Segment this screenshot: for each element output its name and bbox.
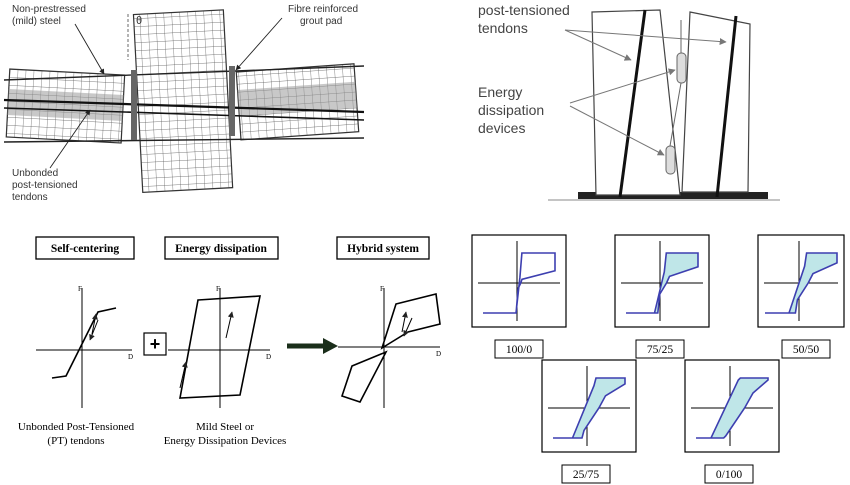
label-grout-1: Fibre reinforced (288, 4, 358, 15)
leader-grout (235, 17, 283, 71)
ratio-label-box (561, 464, 611, 484)
caption-steel-2: Energy Dissipation Devices (164, 435, 287, 447)
connection-drawing: Non-prestressed (mild) steel Fibre reinf… (3, 4, 365, 203)
hysteresis-loop (483, 252, 556, 314)
title-box-hybrid (336, 236, 430, 260)
wall-panel-left (591, 9, 681, 196)
mild-steel-bar (3, 137, 365, 143)
hybrid-loop-upper (380, 293, 441, 350)
axis-f-label: F (216, 285, 220, 293)
title-hybrid: Hybrid system (347, 243, 419, 255)
ratio-label-box (704, 464, 754, 484)
label-tendons-2: post-tensioned (12, 180, 78, 191)
device-link (669, 82, 682, 147)
grout-pad (229, 66, 235, 136)
label-grout-2: grout pad (300, 16, 342, 27)
leader-tendons (49, 109, 91, 169)
label-tendons-1: Unbonded (12, 168, 58, 179)
pt-curve (51, 307, 117, 379)
hysteresis-loop (765, 252, 838, 314)
title-energy: Energy dissipation (175, 243, 267, 255)
energy-device-upper (676, 52, 687, 84)
result-arrow-head (323, 338, 338, 354)
load-arrow (225, 311, 234, 339)
label-devices-2: dissipation (478, 102, 544, 118)
plus-sign: + (150, 334, 161, 354)
label-devices-1: Energy (478, 84, 522, 100)
tendon-line (3, 107, 365, 121)
leader-device-lower (569, 105, 665, 156)
caption-pt-1: Unbonded Post-Tensioned (18, 421, 135, 433)
hybrid-loop-lower (340, 350, 388, 403)
label-mild-steel-2: (mild) steel (12, 16, 61, 27)
axis-d-label: D (266, 353, 271, 361)
mild-steel-bar (3, 65, 365, 81)
ratio-label-box (494, 339, 544, 359)
concept-diagrams: Self-centering F D Unbonded Post-Tension… (18, 236, 441, 447)
ratio-label: 0/100 (716, 469, 742, 481)
label-tendons-3: tendons (12, 192, 48, 203)
leader-device-upper (569, 68, 676, 104)
leader-pt-right (564, 29, 727, 46)
grout-pad (131, 70, 137, 140)
hysteresis-panels: 100/0 75/25 50/50 25/75 0/100 (471, 234, 845, 484)
hysteresis-loop (553, 377, 626, 439)
pt-tendon-left (618, 9, 647, 198)
hysteresis-loop (696, 377, 769, 439)
hysteresis-panel: 50/50 (757, 234, 845, 359)
unload-arrow (403, 317, 413, 337)
label-devices-3: devices (478, 120, 525, 136)
load-arrow (401, 311, 408, 333)
title-box-self-centering (35, 236, 135, 260)
pt-tendon-right (715, 15, 738, 198)
axis-f-label: F (380, 285, 384, 293)
axis-f-label: F (78, 285, 82, 293)
leader-mild-steel (74, 23, 105, 75)
ratio-label: 75/25 (647, 344, 673, 356)
ratio-label-box (781, 339, 831, 359)
label-mild-steel-1: Non-prestressed (12, 4, 86, 15)
hysteresis-loop (626, 252, 699, 314)
label-pt-tendons-1: post-tensioned (478, 2, 570, 18)
hysteresis-panel: 100/0 (471, 234, 567, 359)
caption-pt-2: (PT) tendons (47, 435, 104, 447)
left-beam (5, 68, 126, 144)
caption-steel-1: Mild Steel or (196, 421, 254, 433)
title-self-centering: Self-centering (51, 243, 120, 255)
label-theta: θ (136, 15, 142, 27)
load-arrow (179, 361, 188, 389)
unload-arrow (89, 319, 99, 341)
energy-device-lower (665, 145, 676, 175)
leader-pt-left (564, 29, 632, 61)
hysteresis-panel: 0/100 (684, 359, 780, 484)
axis-d-label: D (128, 353, 133, 361)
hysteresis-panel: 75/25 (614, 234, 710, 359)
tendon-line (3, 98, 365, 114)
load-arrow (91, 313, 98, 335)
ratio-label-box (635, 339, 685, 359)
ratio-label: 100/0 (506, 344, 532, 356)
hysteresis-panel: 25/75 (541, 359, 637, 484)
right-beam (235, 63, 360, 141)
axis-d-label: D (436, 350, 441, 358)
column (132, 9, 234, 193)
rocking-wall-drawing: post-tensioned tendons Energy dissipatio… (478, 2, 780, 201)
ratio-label: 50/50 (793, 344, 819, 356)
label-pt-tendons-2: tendons (478, 20, 528, 36)
title-box-energy (164, 236, 279, 260)
ratio-label: 25/75 (573, 469, 599, 481)
plus-box (143, 332, 167, 356)
